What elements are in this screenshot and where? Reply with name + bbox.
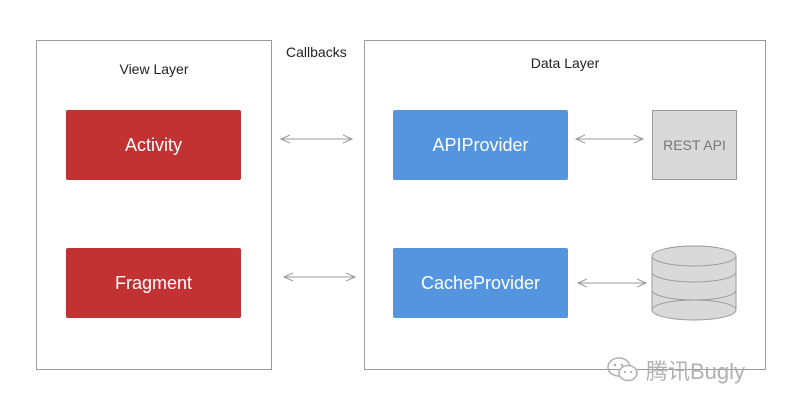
cache-provider-box: CacheProvider — [393, 248, 568, 318]
database-stack-icon — [651, 245, 737, 321]
rest-api-box: REST API — [652, 110, 737, 180]
activity-box: Activity — [66, 110, 241, 180]
fragment-box: Fragment — [66, 248, 241, 318]
view-layer-title: View Layer — [119, 61, 189, 77]
data-layer-title: Data Layer — [530, 55, 600, 71]
callbacks-label: Callbacks — [286, 44, 347, 60]
watermark: 腾讯Bugly — [606, 354, 745, 386]
wechat-icon — [607, 357, 638, 382]
watermark-text: 腾讯Bugly — [646, 359, 746, 384]
api-provider-box: APIProvider — [393, 110, 568, 180]
